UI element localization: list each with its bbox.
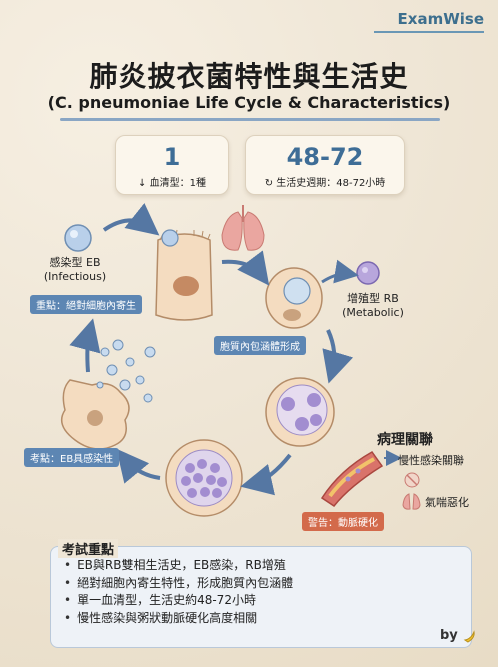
- footer-by-text: by: [440, 628, 458, 643]
- warning-tag: 警告：動脈硬化: [302, 512, 384, 531]
- arrow-eb-to-host: [102, 203, 160, 236]
- arrow-inclusion-to-division: [322, 329, 354, 384]
- lysed-cell-icon: [60, 339, 156, 450]
- stat-label-serotype: ↓ 血清型：1種: [138, 178, 206, 189]
- chronic-label: 慢性感染關聯: [398, 454, 464, 467]
- rb-label-type: (Metabolic): [342, 305, 404, 319]
- list-item: 慢性感染與粥狀動脈硬化高度相關: [64, 610, 293, 628]
- list-item: 絕對細胞內寄生特性，形成胞質內包涵體: [64, 575, 293, 593]
- list-item: EB與RB雙相生活史，EB感染，RB增殖: [64, 557, 293, 575]
- arrow-lysis-to-eb: [69, 318, 101, 373]
- banana-icon: [463, 629, 475, 643]
- brand-underline: [374, 31, 484, 33]
- mature-inclusion-icon: [165, 439, 243, 517]
- stat-card-serotype: 1 ↓ 血清型：1種: [115, 135, 229, 195]
- stat-label-cycle: ↻ 生活史週期：48-72小時: [264, 178, 386, 189]
- arrow-rb-label: [321, 259, 359, 284]
- eb-label: 感染型 EB (Infectious): [30, 256, 120, 284]
- tag-eb-infectious: 考點：EB具感染性: [24, 448, 120, 467]
- page-subtitle: (C. pneumoniae Life Cycle & Characterist…: [47, 93, 451, 112]
- brand-logo: ExamWise: [397, 10, 484, 28]
- arrow-host-to-inclusion: [221, 250, 270, 286]
- lungs-icon: [221, 205, 265, 251]
- arrow-mature-to-lysis: [116, 448, 161, 484]
- tag-inclusion: 胞質內包涵體形成: [214, 336, 306, 355]
- pathology-title: 病理關聯: [377, 432, 433, 448]
- tag-intracellular: 重點：絕對細胞內寄生: [30, 295, 142, 314]
- artery-icon: [320, 451, 384, 508]
- page-title: 肺炎披衣菌特性與生活史: [89, 60, 409, 93]
- stat-value-cycle: 48-72: [286, 143, 364, 171]
- stat-card-cycle: 48-72 ↻ 生活史週期：48-72小時: [245, 135, 405, 195]
- subtitle-underline: [60, 118, 440, 121]
- stat-value-serotype: 1: [163, 143, 181, 171]
- eb-label-name: 感染型 EB: [49, 256, 101, 269]
- list-item: 單一血清型，生活史約48-72小時: [64, 592, 293, 610]
- rb-label: 增殖型 RB (Metabolic): [328, 292, 418, 320]
- rb-particle-icon: [356, 261, 380, 285]
- eb-label-type: (Infectious): [43, 269, 107, 283]
- inclusion-cell-icon: [265, 267, 323, 329]
- key-points-list: EB與RB雙相生活史，EB感染，RB增殖 絕對細胞內寄生特性，形成胞質內包涵體 …: [64, 557, 293, 627]
- arrow-division-to-mature: [240, 453, 292, 496]
- host-cell-icon: [155, 229, 213, 321]
- rb-dividing-cell-icon: [265, 377, 335, 447]
- footer-by: by: [440, 628, 476, 643]
- asthma-label: 氣喘惡化: [425, 496, 469, 509]
- rb-label-name: 增殖型 RB: [347, 292, 399, 305]
- small-lungs-icon: [402, 493, 421, 510]
- key-points-title: 考試重點: [58, 539, 119, 558]
- eb-particle-icon: [64, 224, 92, 252]
- small-bacteria-icon: [404, 472, 420, 488]
